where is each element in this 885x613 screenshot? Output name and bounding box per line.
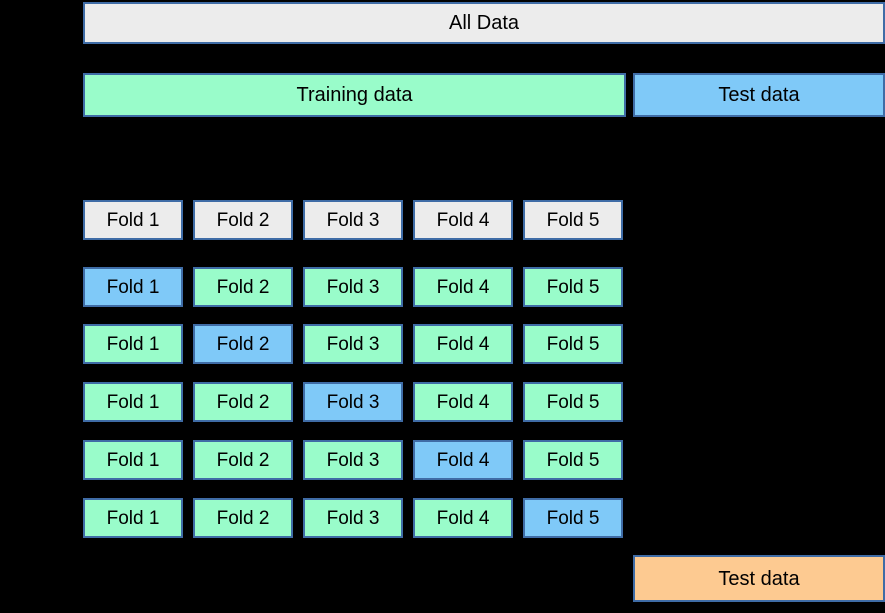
fold-header-cell: Fold 3 bbox=[303, 200, 403, 240]
fold-cell: Fold 2 bbox=[193, 382, 293, 422]
fold-cell: Fold 5 bbox=[523, 382, 623, 422]
fold-header-cell: Fold 2 bbox=[193, 200, 293, 240]
fold-header-cell: Fold 4 bbox=[413, 200, 513, 240]
training-data-box: Training data bbox=[83, 73, 626, 117]
fold-header-cell: Fold 5 bbox=[523, 200, 623, 240]
fold-cell: Fold 2 bbox=[193, 440, 293, 480]
fold-cell-validation: Fold 5 bbox=[523, 498, 623, 538]
fold-cell: Fold 4 bbox=[413, 324, 513, 364]
fold-cell: Fold 1 bbox=[83, 440, 183, 480]
fold-cell: Fold 5 bbox=[523, 440, 623, 480]
fold-cell: Fold 1 bbox=[83, 382, 183, 422]
fold-cell: Fold 3 bbox=[303, 498, 403, 538]
fold-cell-validation: Fold 4 bbox=[413, 440, 513, 480]
fold-cell-validation: Fold 3 bbox=[303, 382, 403, 422]
fold-cell: Fold 4 bbox=[413, 382, 513, 422]
fold-header-cell: Fold 1 bbox=[83, 200, 183, 240]
final-test-data-box: Test data bbox=[633, 555, 885, 602]
fold-cell: Fold 2 bbox=[193, 498, 293, 538]
fold-cell: Fold 5 bbox=[523, 267, 623, 307]
fold-cell: Fold 1 bbox=[83, 498, 183, 538]
all-data-box: All Data bbox=[83, 2, 885, 44]
fold-cell-validation: Fold 1 bbox=[83, 267, 183, 307]
fold-cell: Fold 3 bbox=[303, 324, 403, 364]
fold-cell: Fold 1 bbox=[83, 324, 183, 364]
fold-cell: Fold 2 bbox=[193, 267, 293, 307]
fold-cell: Fold 5 bbox=[523, 324, 623, 364]
fold-cell-validation: Fold 2 bbox=[193, 324, 293, 364]
fold-cell: Fold 3 bbox=[303, 440, 403, 480]
fold-cell: Fold 4 bbox=[413, 267, 513, 307]
fold-cell: Fold 3 bbox=[303, 267, 403, 307]
test-data-box: Test data bbox=[633, 73, 885, 117]
fold-cell: Fold 4 bbox=[413, 498, 513, 538]
